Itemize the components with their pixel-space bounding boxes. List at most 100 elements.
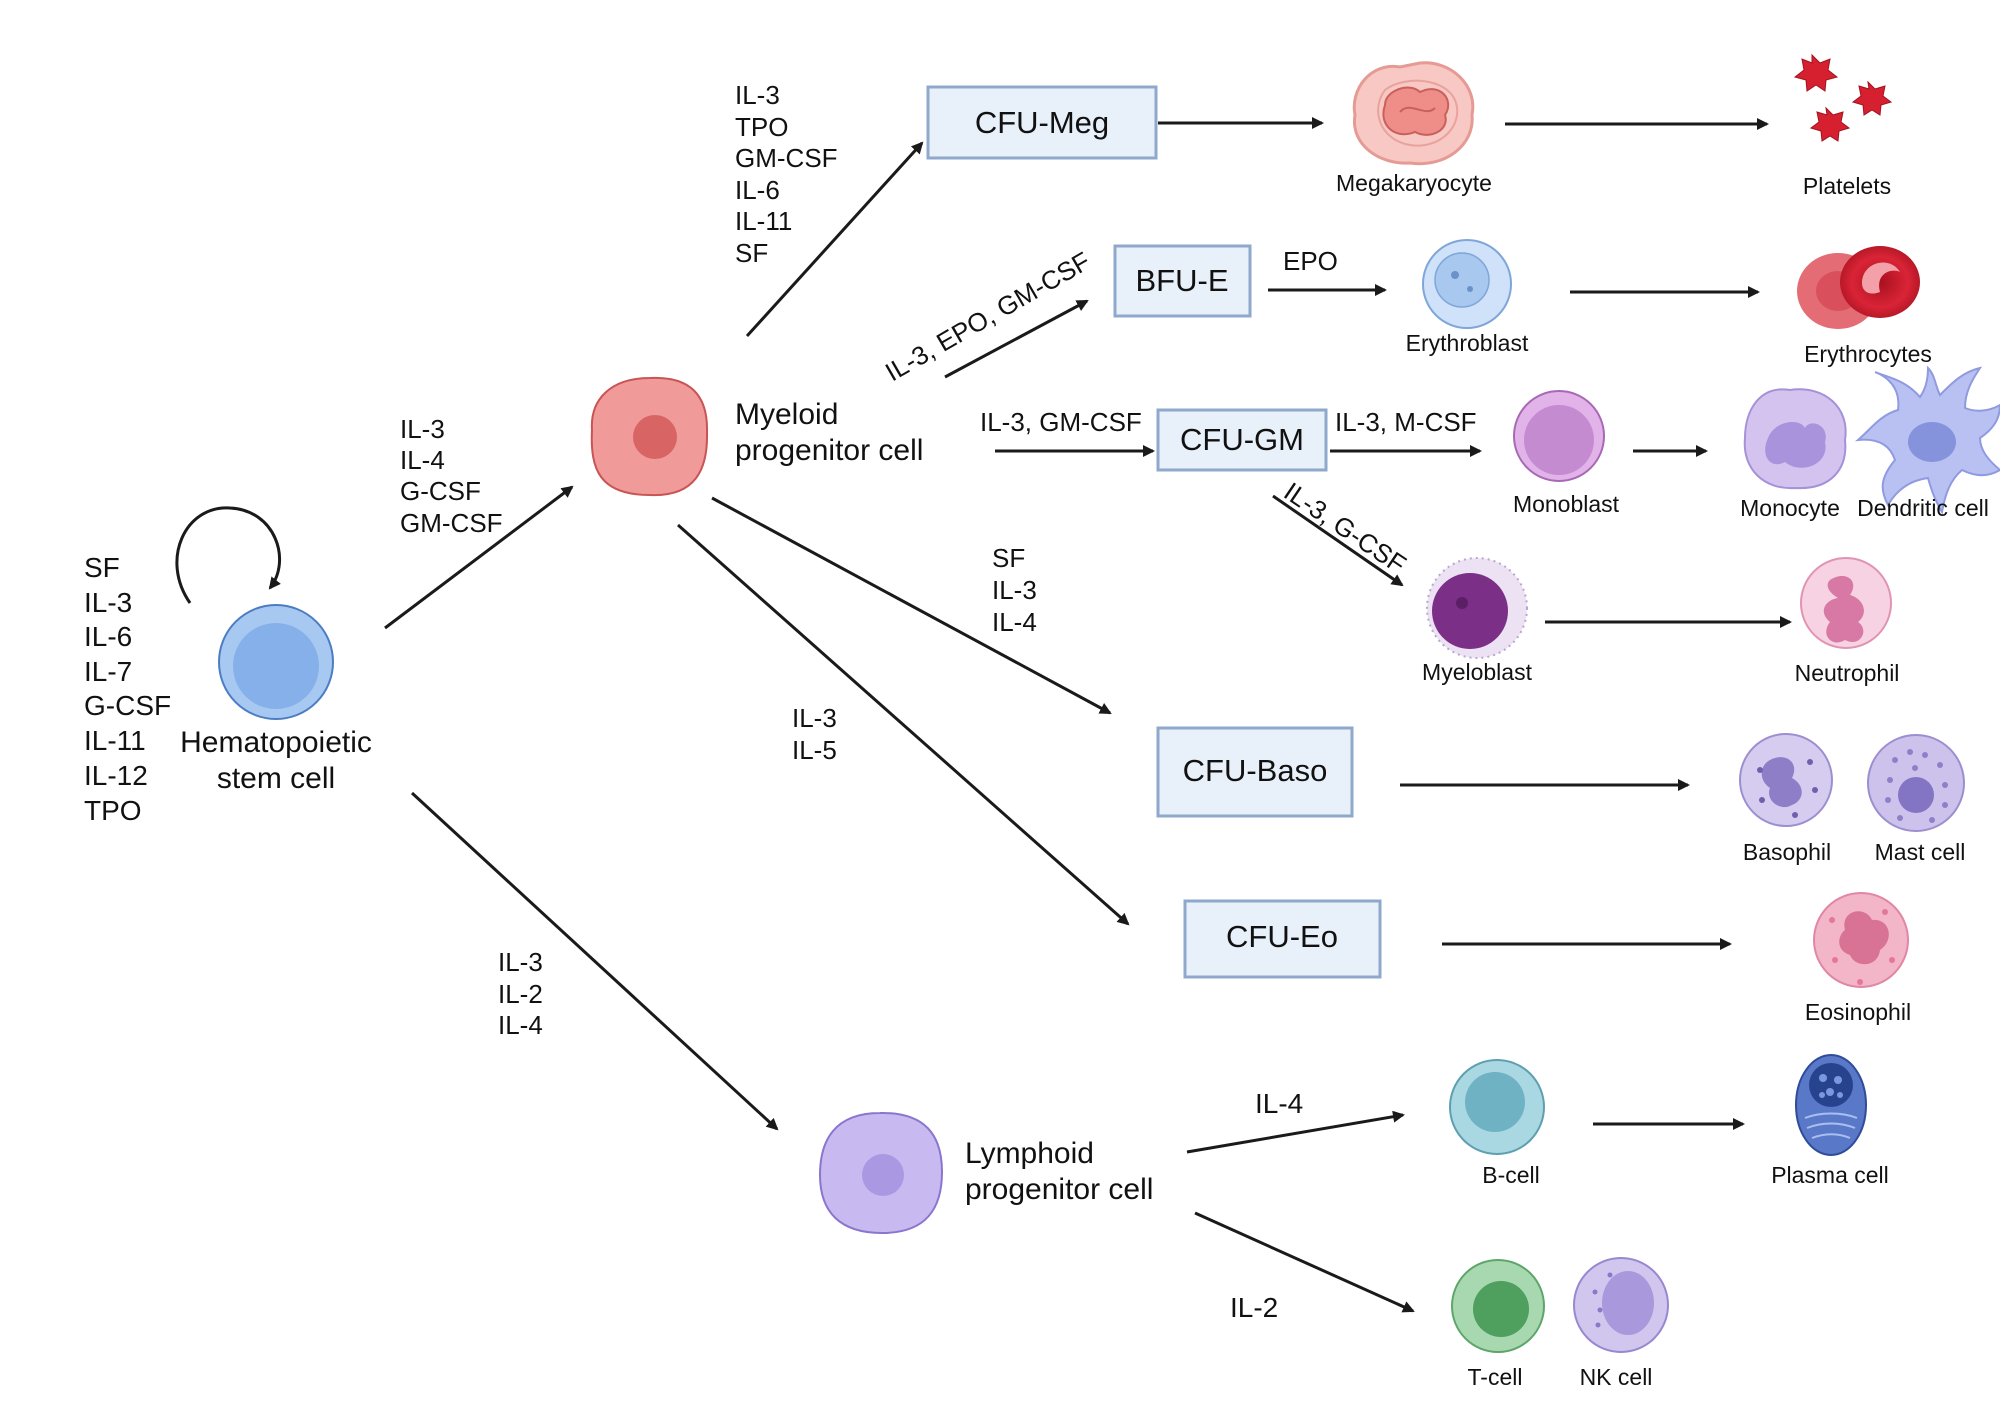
- monoblast-icon: [1513, 390, 1605, 482]
- lymphoid-input-cytokines: IL-3 IL-2 IL-4: [498, 947, 543, 1040]
- arrow-myeloid-to-cfu-eo: [677, 523, 1130, 926]
- myeloblast-cytokines: IL-3, G-CSF: [1279, 476, 1412, 579]
- label-eosinophil: Eosinophil: [1805, 999, 1911, 1025]
- platelets-icon: [1793, 53, 1893, 142]
- cytokine: IL-3: [792, 703, 837, 733]
- cfu-gm-cytokines: IL-3, GM-CSF: [980, 407, 1142, 437]
- label-megakaryocyte: Megakaryocyte: [1336, 170, 1492, 196]
- label-platelets: Platelets: [1803, 173, 1891, 199]
- lymphoid-label-line2: progenitor cell: [965, 1173, 1153, 1206]
- cytokine: IL-3: [992, 575, 1037, 605]
- lymphoid-progenitor-icon: [818, 1111, 944, 1235]
- cfu-box-gm: CFU-GM: [1156, 408, 1328, 472]
- label-erythrocytes: Erythrocytes: [1804, 341, 1932, 367]
- cfu-baso-cytokines: SF IL-3 IL-4: [992, 543, 1037, 637]
- erythrocytes-icon: [1797, 246, 1920, 329]
- stem-cytokine: SF: [84, 552, 120, 583]
- myeloblast-icon: [1426, 557, 1528, 659]
- eosinophil-icon: [1813, 892, 1909, 988]
- cytokine: IL-6: [735, 175, 780, 205]
- cfu-eo-cytokines: IL-3 IL-5: [792, 703, 837, 765]
- stem-cytokine: IL-7: [84, 656, 132, 687]
- cfu-box-baso: CFU-Baso: [1156, 726, 1354, 818]
- myeloid-progenitor-icon: [590, 376, 709, 497]
- label-monoblast: Monoblast: [1513, 491, 1620, 517]
- cytokine: IL-4: [400, 445, 445, 475]
- cytokine: SF: [992, 543, 1025, 573]
- cytokine: IL-4: [992, 607, 1037, 637]
- cytokine: IL-3: [735, 80, 780, 110]
- label-neutrophil: Neutrophil: [1795, 660, 1900, 686]
- stem-cell-icon: [218, 604, 334, 720]
- label-b-cell: B-cell: [1482, 1162, 1540, 1188]
- monoblast-cytokines: IL-3, M-CSF: [1335, 407, 1477, 437]
- stem-cell-label-line2: stem cell: [217, 762, 335, 795]
- cytokine: GM-CSF: [400, 508, 503, 538]
- t-cell-cytokine: IL-2: [1230, 1292, 1278, 1323]
- cytokine: IL-2: [498, 979, 543, 1009]
- cytokine: SF: [735, 238, 768, 268]
- bfu-e-cytokines: IL-3, EPO, GM-CSF: [880, 246, 1095, 388]
- dendritic-cell-icon: [1854, 365, 2000, 515]
- box-label-cfu-meg: CFU-Meg: [975, 105, 1109, 140]
- t-cell-icon: [1451, 1259, 1545, 1353]
- b-cell-cytokine: IL-4: [1255, 1088, 1303, 1119]
- stem-cell-label-line1: Hematopoietic: [180, 726, 372, 759]
- arrow-myeloid-to-bfu-e: [944, 299, 1089, 379]
- cytokine: IL-3: [498, 947, 543, 977]
- cytokine: TPO: [735, 112, 788, 142]
- megakaryocyte-icon: [1352, 61, 1475, 166]
- stem-cytokine: TPO: [84, 795, 142, 826]
- cfu-meg-cytokines: IL-3 TPO GM-CSF IL-6 IL-11 SF: [735, 80, 838, 268]
- myeloid-label-line2: progenitor cell: [735, 434, 923, 467]
- neutrophil-icon: [1800, 557, 1892, 649]
- arrows: [175, 117, 1792, 1313]
- plasma-cell-icon: [1795, 1054, 1867, 1156]
- arrow-stem-to-lymphoid: [410, 791, 779, 1131]
- label-nk-cell: NK cell: [1580, 1364, 1653, 1390]
- label-t-cell: T-cell: [1468, 1364, 1523, 1390]
- cfu-box-meg: CFU-Meg: [926, 85, 1158, 160]
- arrow-lymphoid-to-b-cell: [1186, 1110, 1405, 1154]
- label-myeloblast: Myeloblast: [1422, 659, 1533, 685]
- lymphoid-label-line1: Lymphoid: [965, 1137, 1094, 1170]
- cfu-box-bfu-e: BFU-E: [1113, 244, 1252, 318]
- stem-cytokine: IL-11: [84, 725, 146, 756]
- stem-cytokine: IL-6: [84, 621, 132, 652]
- box-label-cfu-gm: CFU-GM: [1180, 422, 1304, 457]
- box-label-cfu-baso: CFU-Baso: [1183, 753, 1328, 788]
- monocyte-icon: [1743, 388, 1847, 490]
- label-dendritic-cell: Dendritic cell: [1857, 495, 1989, 521]
- stem-cytokine: IL-3: [84, 587, 132, 618]
- myeloid-input-cytokines: IL-3 IL-4 G-CSF GM-CSF: [400, 414, 503, 538]
- arrow-myeloid-to-cfu-meg: [745, 141, 924, 338]
- nk-cell-icon: [1573, 1257, 1669, 1353]
- basophil-icon: [1739, 733, 1833, 827]
- cytokine: IL-4: [498, 1010, 543, 1040]
- label-plasma-cell: Plasma cell: [1771, 1162, 1889, 1188]
- box-label-bfu-e: BFU-E: [1136, 263, 1229, 298]
- cytokine: IL-3: [400, 414, 445, 444]
- mast-cell-icon: [1867, 734, 1965, 832]
- cytokine: GM-CSF: [735, 143, 838, 173]
- label-erythroblast: Erythroblast: [1406, 330, 1529, 356]
- stem-cytokine: IL-12: [84, 760, 148, 791]
- erythroblast-icon: [1422, 239, 1512, 329]
- cytokine: IL-5: [792, 735, 837, 765]
- epo-label: EPO: [1283, 246, 1338, 276]
- cfu-box-eo: CFU-Eo: [1183, 899, 1382, 979]
- label-mast-cell: Mast cell: [1875, 839, 1966, 865]
- label-basophil: Basophil: [1743, 839, 1831, 865]
- stem-cell-cytokine-list: SF IL-3 IL-6 IL-7 G-CSF IL-11 IL-12 TPO: [84, 552, 171, 826]
- arrow-cfu-gm-to-myeloblast: [1272, 494, 1404, 587]
- cytokine: IL-11: [735, 206, 792, 236]
- b-cell-icon: [1449, 1059, 1545, 1155]
- cytokine: G-CSF: [400, 476, 481, 506]
- self-renewal-arrow: [175, 506, 281, 604]
- box-label-cfu-eo: CFU-Eo: [1226, 919, 1338, 954]
- label-monocyte: Monocyte: [1740, 495, 1840, 521]
- arrow-stem-to-myeloid: [384, 485, 574, 630]
- arrow-lymphoid-to-t-cell: [1194, 1211, 1415, 1313]
